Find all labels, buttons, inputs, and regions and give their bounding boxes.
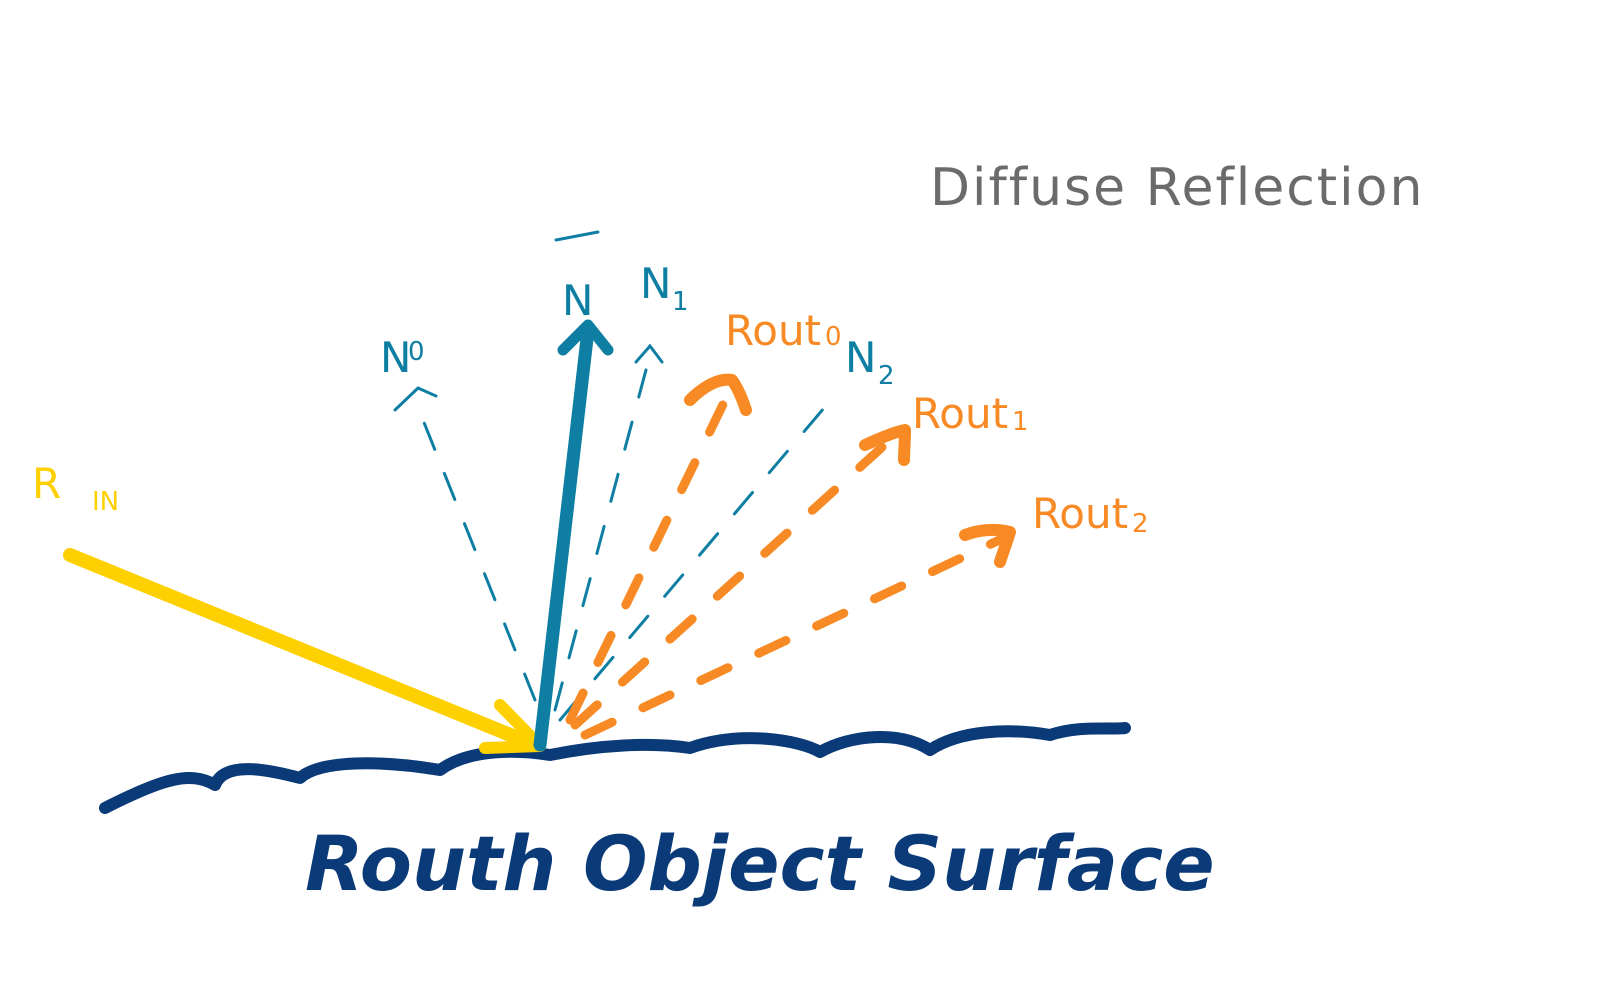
rout0-subscript: 0 [825,322,842,352]
reflected-ray-0 [565,385,735,725]
n2-subscript: 2 [878,361,895,391]
n0-text: N [380,333,411,382]
reflected-rays [565,373,1016,740]
rout0-text: Rout [725,306,821,355]
n0-subscript: 0 [408,337,425,367]
reflected-ray-1 [570,435,895,730]
normal-n1 [553,353,652,712]
surface-normal-arrow [533,319,614,752]
rout2-text: Rout [1032,489,1128,538]
n0-label: N 0 [380,333,425,382]
n2-text: N [845,333,876,382]
incoming-ray [63,548,546,754]
r-in-label: R IN [32,459,119,517]
rout2-label: Rout 2 [1032,489,1149,539]
rout2-subscript: 2 [1132,509,1149,539]
n-bar-label: N [554,230,600,325]
rout1-subscript: 1 [1012,407,1029,437]
surface-label: Routh Object Surface [305,819,1215,908]
rout0-label: Rout 0 [725,306,842,355]
r-in-subscript: IN [92,487,119,517]
normal-n0 [413,398,537,702]
rout1-text: Rout [912,389,1008,438]
r-in-text: R [32,459,61,508]
diagram-title: Diffuse Reflection [930,158,1424,218]
normal-n2 [558,393,837,722]
n1-subscript: 1 [672,287,689,317]
microfacet-normals [393,343,837,722]
rout1-label: Rout 1 [912,389,1029,438]
n1-text: N [640,259,671,308]
n2-label: N 2 [845,333,895,391]
rough-surface [99,722,1131,814]
reflected-ray-2 [580,530,1015,740]
n-bar-text: N [562,276,593,325]
n1-label: N 1 [640,259,689,317]
